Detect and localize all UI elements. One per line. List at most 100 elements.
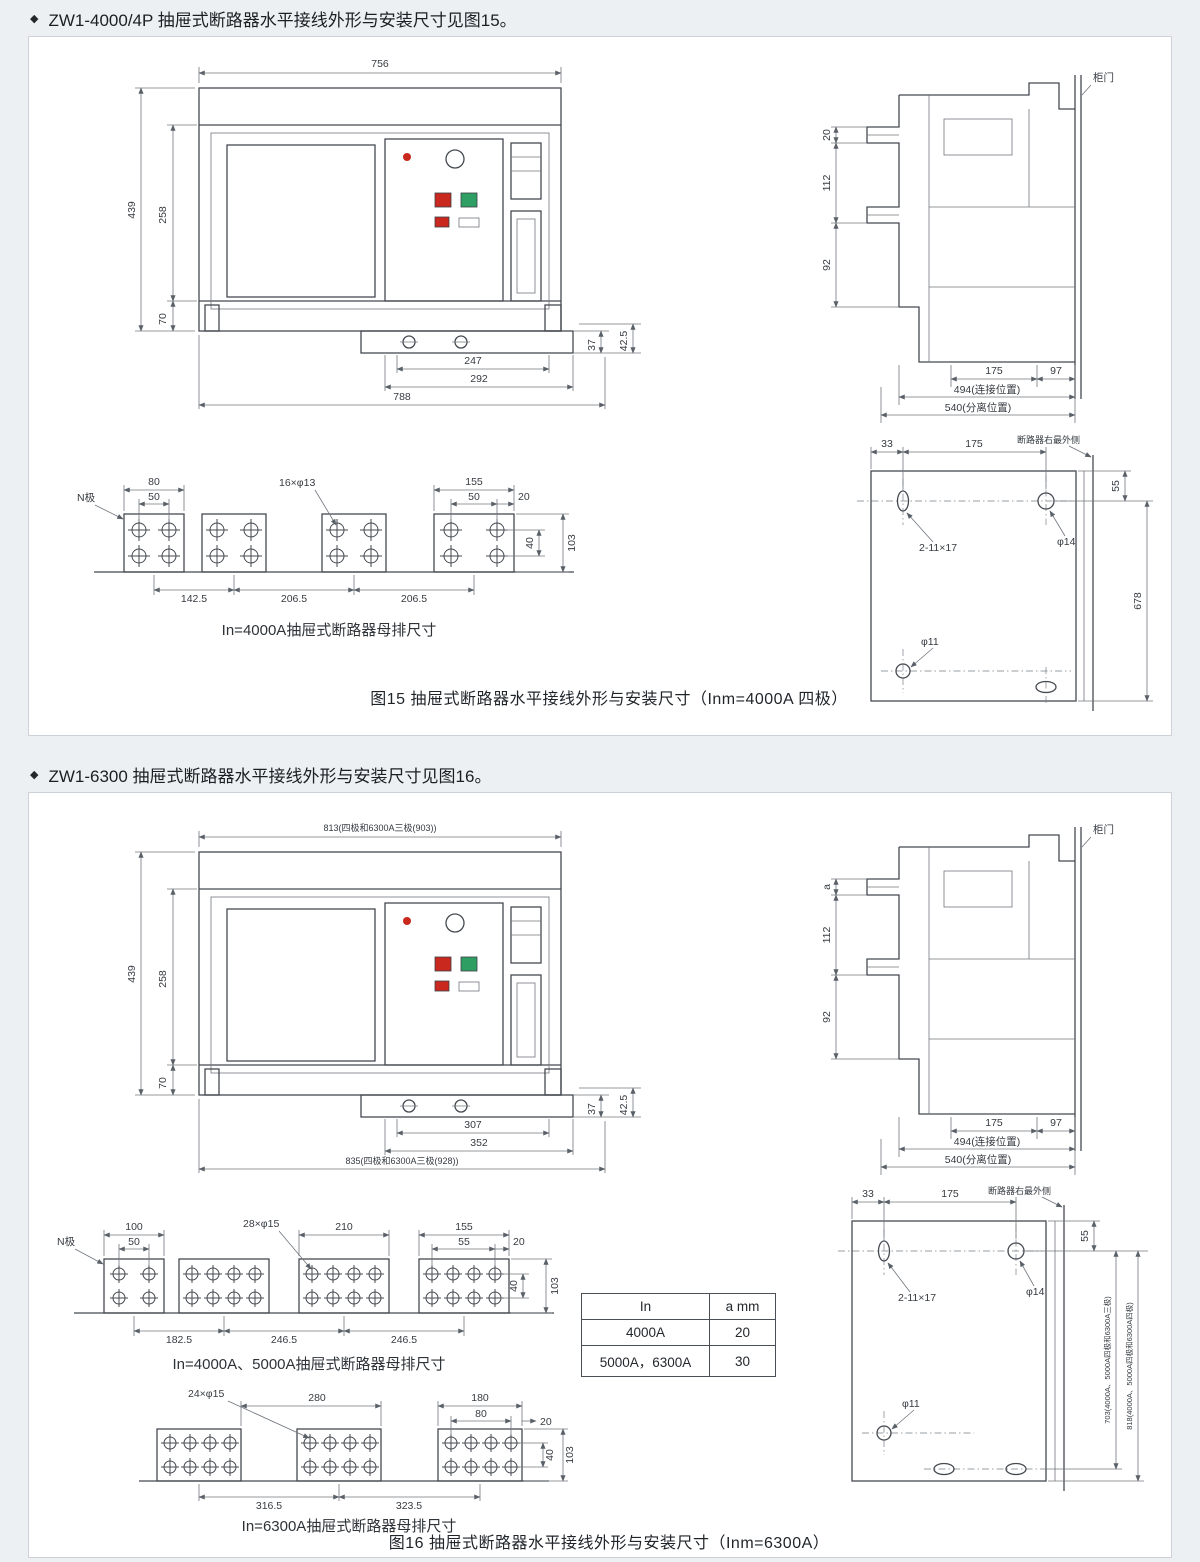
figure16-caption: 图16 抽屉式断路器水平接线外形与安装尺寸（Inm=6300A） [388, 1535, 830, 1552]
dim-bottom-w3: 788 [393, 391, 411, 403]
dim-hole-pitch: 50 [128, 1236, 140, 1248]
section16-heading: ◆ ZW1-6300 抽屉式断路器水平接线外形与安装尺寸见图16。 [30, 762, 491, 787]
dim-bottom-w1: 247 [464, 355, 482, 367]
dim-pole-pitch2: 323.5 [396, 1500, 422, 1512]
figure15-panel: 756 439 258 70 37 42.5 247 292 [28, 36, 1172, 736]
dim-pad-height: 103 [566, 534, 578, 552]
dim-pole-pitch1: 316.5 [256, 1500, 282, 1512]
dim-pole-pitch2: 246.5 [271, 1334, 297, 1346]
dim-pad4-edge: 20 [518, 491, 530, 503]
fig15-front-view: 756 439 258 70 37 42.5 247 292 [126, 58, 641, 409]
fig15-front-body [198, 87, 574, 354]
dim-pad4-pitch: 55 [458, 1236, 470, 1248]
dim-height-total: 439 [126, 201, 138, 219]
indicator-dot [403, 153, 411, 161]
dim-edge-offset: 33 [862, 1188, 874, 1200]
dim-pad4-edge: 20 [513, 1236, 525, 1248]
dim-rail-offset2: 42.5 [618, 331, 630, 352]
dim-pole-pitch3: 246.5 [391, 1334, 417, 1346]
fig16-busbar1-dimensions: N极 100 50 28×φ15 210 155 55 20 [57, 1218, 561, 1346]
dim-connected-position: 494(连接位置) [954, 383, 1021, 396]
dim-bottom-w1: 307 [464, 1119, 482, 1131]
figure16-panel: 813(四极和6300A三极(903)) 439 258 70 37 42.5 … [28, 792, 1172, 1558]
fig16-busbar1-pads [74, 1258, 554, 1314]
busbar15-caption: In=4000A抽屉式断路器母排尺寸 [221, 622, 437, 639]
fig16-front-dimensions: 813(四极和6300A三极(903)) 439 258 70 37 42.5 … [126, 822, 641, 1173]
table-cell-current: 5000A，6300A [581, 1345, 710, 1377]
dim-rail-offset2: 42.5 [618, 1095, 630, 1116]
dim-top-width: 756 [371, 58, 389, 70]
dim-stub-low: 92 [821, 259, 833, 271]
dim-pole-pitch2: 206.5 [281, 593, 307, 605]
table-header-a: a mm [709, 1293, 776, 1320]
fig15-busbar-view: N极 80 50 16×φ13 155 50 20 40 [77, 476, 578, 605]
hole-callout: 24×φ15 [188, 1388, 224, 1400]
section15-heading: ◆ ZW1-4000/4P 抽屉式断路器水平接线外形与安装尺寸见图15。 [30, 6, 517, 31]
fig15-mounting-dimensions: 断路器右最外侧 33 175 2-11×17 φ14 φ11 55 678 [870, 434, 1153, 702]
dim-hole-pitch: 175 [965, 438, 983, 450]
dim-w-edge: 97 [1050, 365, 1062, 377]
dim-stub-top: 20 [821, 129, 833, 141]
dim-row-pitch: 40 [524, 537, 536, 549]
table-cell-current: 4000A [581, 1319, 710, 1346]
dim-height-inner: 258 [157, 206, 169, 224]
fig16-busbar2-dimensions: 24×φ15 280 180 80 20 40 103 [188, 1388, 576, 1512]
busbar16a-caption: In=4000A、5000A抽屉式断路器母排尺寸 [172, 1356, 446, 1373]
dim-rail-offset: 37 [586, 339, 598, 351]
breaker-edge-label: 断路器右最外侧 [1017, 434, 1080, 445]
figure15-caption: 图15 抽屉式断路器水平接线外形与安装尺寸（Inm=4000A 四极） [370, 691, 848, 708]
off-button [434, 956, 452, 972]
dim-height-base: 70 [157, 1077, 169, 1089]
dim-edge-offset: 33 [881, 438, 893, 450]
dim-separated-position: 540(分离位置) [945, 401, 1012, 414]
fig15-mounting-plate [857, 455, 1094, 711]
dim-bottom-w2: 352 [470, 1137, 488, 1149]
fig16-side-dimensions: 柜门 a 112 92 175 97 494(连接位置) 540(分离位置) [821, 823, 1114, 1175]
fig15-side-body [866, 75, 1082, 399]
dim-pole-pitch1: 142.5 [181, 593, 207, 605]
fig16-front-view: 813(四极和6300A三极(903)) 439 258 70 37 42.5 … [126, 822, 641, 1173]
hole-top-callout: φ14 [1057, 536, 1076, 548]
fig16-mounting-plate [838, 1205, 1065, 1491]
dim-row-pitch: 40 [544, 1449, 556, 1461]
dim-pad-height: 103 [549, 1277, 561, 1295]
dim-pad4-width: 155 [465, 476, 483, 488]
table-cell-a: 20 [709, 1319, 776, 1346]
section16-heading-text: ZW1-6300 抽屉式断路器水平接线外形与安装尺寸见图16。 [48, 767, 492, 786]
off-button [434, 192, 452, 208]
cabinet-door-label: 柜门 [1093, 71, 1114, 84]
breaker-edge-label: 断路器右最外侧 [988, 1185, 1051, 1196]
dim-stub-mid: 112 [821, 926, 833, 943]
dim-top-width: 813(四极和6300A三极(903)) [323, 822, 436, 833]
dim-height-inner: 258 [157, 970, 169, 988]
fig16-front-body [198, 851, 574, 1118]
dim-stub-low: 92 [821, 1011, 833, 1023]
dim-plate-height2: 818(4000A、5000A四极和6300A四极) [1124, 1302, 1134, 1430]
dim-hole-pitch: 175 [941, 1188, 959, 1200]
dim-pad4-pitch: 50 [468, 491, 480, 503]
fig15-side-view: 柜门 20 112 92 175 97 494(连接位置) 540(分离位置) [821, 71, 1114, 423]
slot-callout: 2-11×17 [898, 1292, 936, 1304]
dim-pad-width: 100 [125, 1221, 143, 1233]
hole-callout: 28×φ15 [243, 1218, 279, 1230]
dim-pole-pitch1: 182.5 [166, 1334, 192, 1346]
table-row: 5000A，6300A 30 [581, 1345, 776, 1377]
dim-plate-height1: 703(4000A、5000A四极和6300A三极) [1102, 1296, 1112, 1424]
section15-heading-text: ZW1-4000/4P 抽屉式断路器水平接线外形与安装尺寸见图15。 [48, 11, 517, 30]
fig15-mounting-view: 断路器右最外侧 33 175 2-11×17 φ14 φ11 55 678 [857, 434, 1153, 711]
dim-stub-mid: 112 [821, 174, 833, 191]
slot-callout: 2-11×17 [919, 542, 957, 554]
n-pole-label: N极 [77, 491, 96, 504]
dim-pad-height: 103 [564, 1446, 576, 1464]
dim-pad-edge: 20 [540, 1416, 552, 1428]
dim-stub-top: a [821, 884, 833, 890]
fig15-busbar-pads [94, 513, 574, 573]
fig16-mounting-view: 断路器右最外侧 33 175 2-11×17 φ14 φ11 55 703(40… [838, 1185, 1148, 1491]
dim-hole-pitch: 80 [475, 1408, 487, 1420]
diamond-bullet-icon: ◆ [30, 13, 39, 25]
fig15-front-dimensions: 756 439 258 70 37 42.5 247 292 [126, 58, 641, 409]
hole-bottom-callout: φ11 [902, 1398, 920, 1410]
dim-span1: 280 [308, 1392, 326, 1404]
fig16-busbar2-view: 24×φ15 280 180 80 20 40 103 [139, 1388, 576, 1512]
